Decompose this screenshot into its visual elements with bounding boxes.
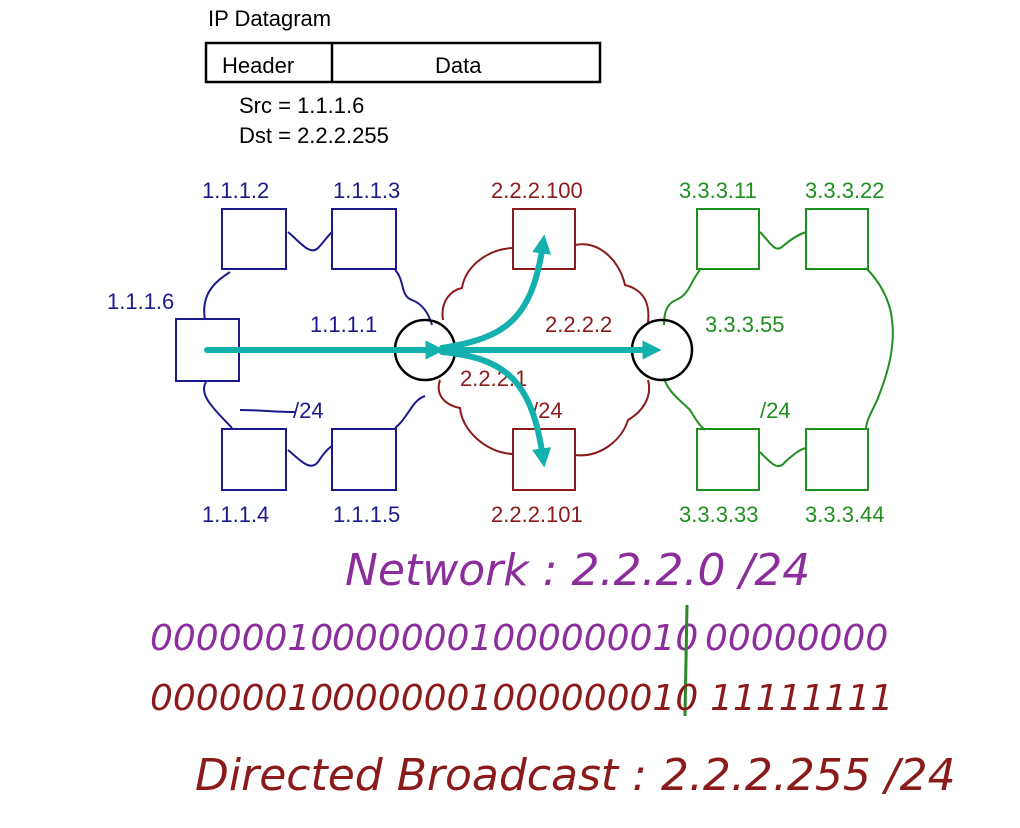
host-box (696, 428, 760, 491)
binary-octet: 00000010 (150, 678, 333, 719)
router-label: 3.3.3.55 (705, 312, 785, 337)
green-cloud-edge (663, 377, 706, 431)
binary-octet: 00000010 (515, 618, 698, 659)
green-cloud-edge (663, 269, 701, 326)
prefix-label: /24 (293, 398, 324, 423)
datagram-header-label: Header (222, 53, 294, 78)
binary-octet: 00000010 (332, 678, 515, 719)
datagram-data-label: Data (435, 53, 482, 78)
red-binary-row: 00000010 00000010 00000010 11111111 (150, 678, 893, 719)
green-labels: 3.3.3.11 3.3.3.22 3.3.3.33 3.3.3.44 3.3.… (679, 178, 885, 527)
binary-octet: 00000010 (150, 618, 333, 659)
binary-octet: 00000000 (705, 618, 888, 659)
blue-cloud-edge (239, 409, 296, 413)
blue-cloud-edge (287, 231, 333, 252)
host-label: 3.3.3.11 (679, 178, 757, 203)
host-box (331, 208, 397, 270)
green-network (663, 208, 894, 491)
blue-cloud-edge (394, 269, 433, 326)
green-cloud-edge (865, 267, 894, 431)
binary-octet: 00000010 (515, 678, 698, 719)
host-label: 1.1.1.2 (202, 178, 269, 203)
host-label: 1.1.1.3 (333, 178, 400, 203)
network-note: Network : 2.2.2.0 /24 (345, 545, 810, 596)
host-box (512, 208, 576, 270)
red-cloud-edge (441, 247, 513, 321)
datagram-box (204, 41, 602, 84)
host-label: 3.3.3.33 (679, 502, 759, 527)
green-cloud-edge (759, 231, 807, 250)
red-network (437, 208, 650, 491)
host-label: 1.1.1.5 (333, 502, 400, 527)
datagram-src: Src = 1.1.1.6 (239, 93, 364, 118)
host-label: 3.3.3.22 (805, 178, 885, 203)
red-labels: 2.2.2.100 2.2.2.101 2.2.2.2 2.2.2.1 /24 (460, 178, 612, 527)
host-label: 2.2.2.101 (491, 502, 583, 527)
blue-cloud-edge (287, 445, 333, 467)
blue-cloud-edge (394, 395, 426, 429)
red-cloud-edge (574, 243, 650, 323)
host-box (512, 428, 576, 491)
host-label: 1.1.1.4 (202, 502, 269, 527)
host-box (221, 428, 287, 491)
blue-cloud-edge (203, 271, 231, 321)
blue-labels: 1.1.1.2 1.1.1.3 1.1.1.6 1.1.1.4 1.1.1.5 … (107, 178, 400, 527)
prefix-label: /24 (760, 398, 791, 423)
arrow-to-host-100 (439, 234, 552, 351)
host-box (805, 208, 869, 270)
arrow-to-host-101 (439, 349, 552, 468)
green-cloud-edge (759, 447, 807, 468)
host-box (805, 428, 869, 491)
binary-octet: 11111111 (710, 678, 893, 719)
host-box (221, 208, 287, 270)
host-box (696, 208, 760, 270)
red-cloud-edge (574, 379, 650, 457)
purple-binary-row: 00000010 00000010 00000010 00000000 (150, 618, 888, 659)
host-box (331, 428, 397, 491)
router-label: 2.2.2.2 (545, 312, 612, 337)
broadcast-arrows (204, 234, 662, 468)
broadcast-note: Directed Broadcast : 2.2.2.255 /24 (195, 750, 956, 801)
host-label: 1.1.1.6 (107, 289, 174, 314)
binary-octet: 00000010 (332, 618, 515, 659)
host-label: 3.3.3.44 (805, 502, 885, 527)
host-label: 2.2.2.100 (491, 178, 583, 203)
blue-cloud-edge (203, 381, 233, 429)
host-network-divider (683, 604, 689, 717)
handwritten-notes: Network : 2.2.2.0 /24 00000010 00000010 … (150, 545, 956, 801)
datagram-dst: Dst = 2.2.2.255 (239, 123, 389, 148)
datagram-title: IP Datagram (208, 6, 331, 31)
router-label: 1.1.1.1 (310, 312, 377, 337)
red-cloud-edge (437, 379, 513, 455)
